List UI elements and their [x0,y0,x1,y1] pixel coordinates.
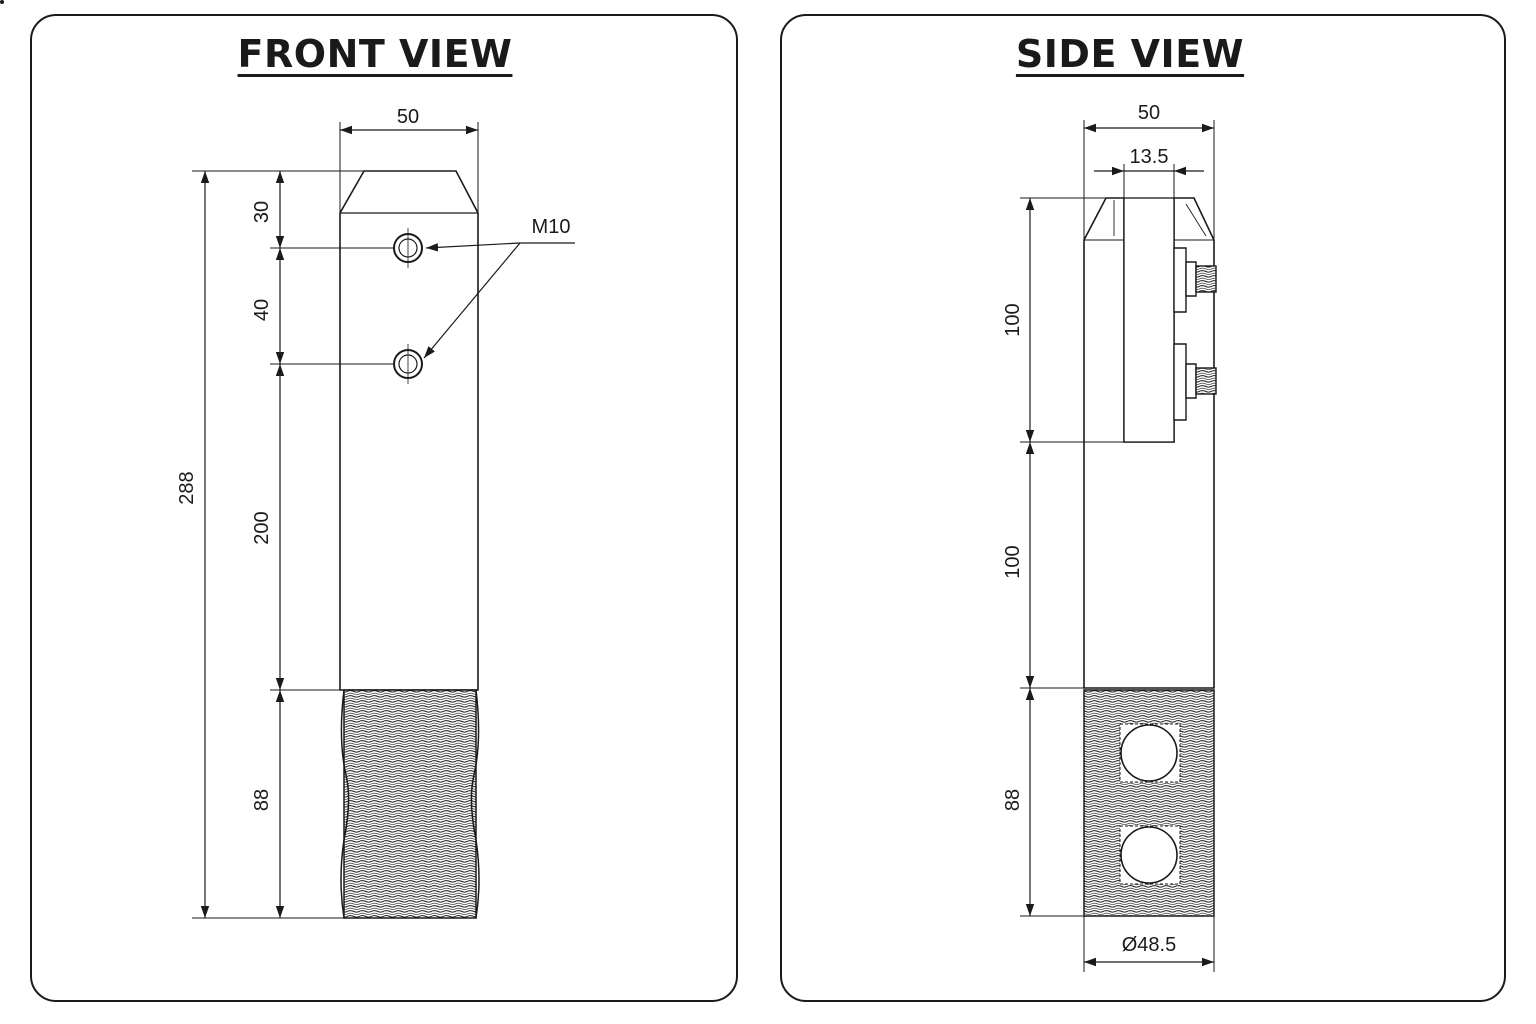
front-callout-label: M10 [532,216,571,238]
front-post [339,170,479,691]
side-dim-clamp-label: 100 [1002,303,1024,336]
side-thread-hole-lower [1119,825,1181,885]
front-thread-outline [340,689,480,919]
side-dim-body-label: 100 [1002,545,1024,578]
side-clamp-upper [1173,247,1217,313]
front-dim-thread-label: 88 [251,789,273,811]
side-dim-width-label: 50 [1138,102,1160,124]
front-dim-holes-label: 40 [251,299,273,321]
front-dim-top-label: 30 [251,201,273,223]
front-extension-lines [192,122,479,919]
front-dim-body-label: 200 [251,511,273,544]
side-view-title: SIDE VIEW [1015,32,1245,76]
side-dim-diameter-label: Ø48.5 [1122,934,1176,956]
front-dim-total-label: 288 [176,471,198,504]
front-callout-leaders [423,242,575,359]
front-view-panel [0,0,4,4]
front-dim-width-label: 50 [397,106,419,128]
side-post [1083,197,1215,689]
side-clamp-lower [1173,343,1217,421]
front-thread [343,689,477,919]
side-thread-hole-upper [1119,723,1181,783]
side-dim-slot-label: 13.5 [1130,146,1169,168]
side-dim-thread-label: 88 [1002,789,1024,811]
front-view-title: FRONT VIEW [237,32,513,76]
